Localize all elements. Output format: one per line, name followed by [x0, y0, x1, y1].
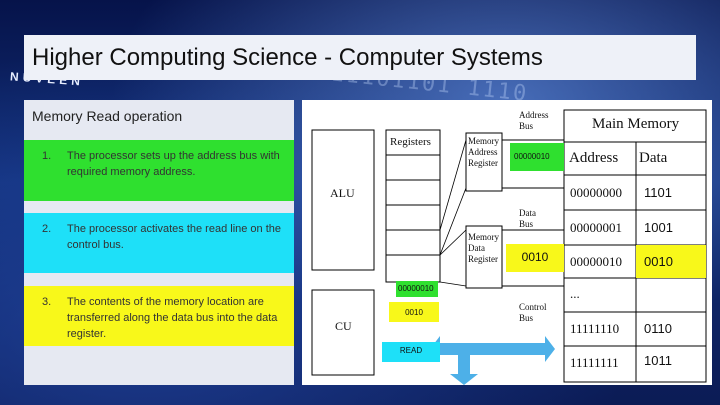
- step-3: 3. The contents of the memory location a…: [24, 286, 294, 346]
- memory-data: 0110: [644, 321, 672, 336]
- memory-highlight: [636, 245, 706, 278]
- step-2: 2. The processor activates the read line…: [24, 213, 294, 273]
- memory-address: ...: [570, 286, 580, 301]
- memory-address: 00000001: [570, 220, 622, 235]
- memory-data: 0010: [644, 254, 673, 269]
- step-text: The processor activates the read line on…: [67, 223, 282, 251]
- step-number: 3.: [42, 296, 52, 308]
- memory-address: 00000000: [570, 185, 622, 200]
- slide-title: Higher Computing Science - Computer Syst…: [24, 35, 696, 80]
- cu-label: CU: [335, 319, 352, 333]
- mdr-label: Memory Data Register: [468, 232, 499, 264]
- memory-read-diagram: ALU CU Registers Memory Address Register…: [302, 100, 712, 385]
- memory-address: 11111110: [570, 321, 620, 336]
- alu-label: ALU: [330, 186, 355, 200]
- step-text: The contents of the memory location are …: [67, 296, 278, 340]
- data-bus-label: Data Bus: [519, 208, 536, 229]
- step-text: The processor sets up the address bus wi…: [67, 150, 280, 178]
- registers-label: Registers: [390, 136, 431, 148]
- register-value: 00000010: [396, 281, 438, 297]
- control-bus-label: Control Bus: [519, 302, 547, 323]
- memory-data: 1011: [644, 353, 672, 368]
- address-bus-value: 00000010: [510, 143, 564, 171]
- memory-address: 00000010: [570, 254, 622, 269]
- step-number: 1.: [42, 150, 52, 162]
- address-header: Address: [569, 150, 619, 166]
- data-header: Data: [639, 150, 668, 166]
- steps-panel: Memory Read operation 1. The processor s…: [24, 100, 294, 385]
- subtitle: Memory Read operation: [32, 108, 183, 124]
- mar-label: Memory Address Register: [468, 136, 499, 168]
- read-signal: READ: [382, 342, 440, 362]
- register-value: 0010: [389, 302, 439, 322]
- data-bus-value: 0010: [506, 244, 564, 272]
- memory-address: 11111111: [570, 355, 619, 370]
- step-number: 2.: [42, 223, 52, 235]
- address-bus-label: Address Bus: [519, 110, 549, 131]
- diagram-lines: [311, 109, 707, 385]
- memory-data: 1101: [644, 185, 672, 200]
- step-1: 1. The processor sets up the address bus…: [24, 140, 294, 201]
- memory-data: 1001: [644, 220, 673, 235]
- main-memory-label: Main Memory: [592, 116, 680, 132]
